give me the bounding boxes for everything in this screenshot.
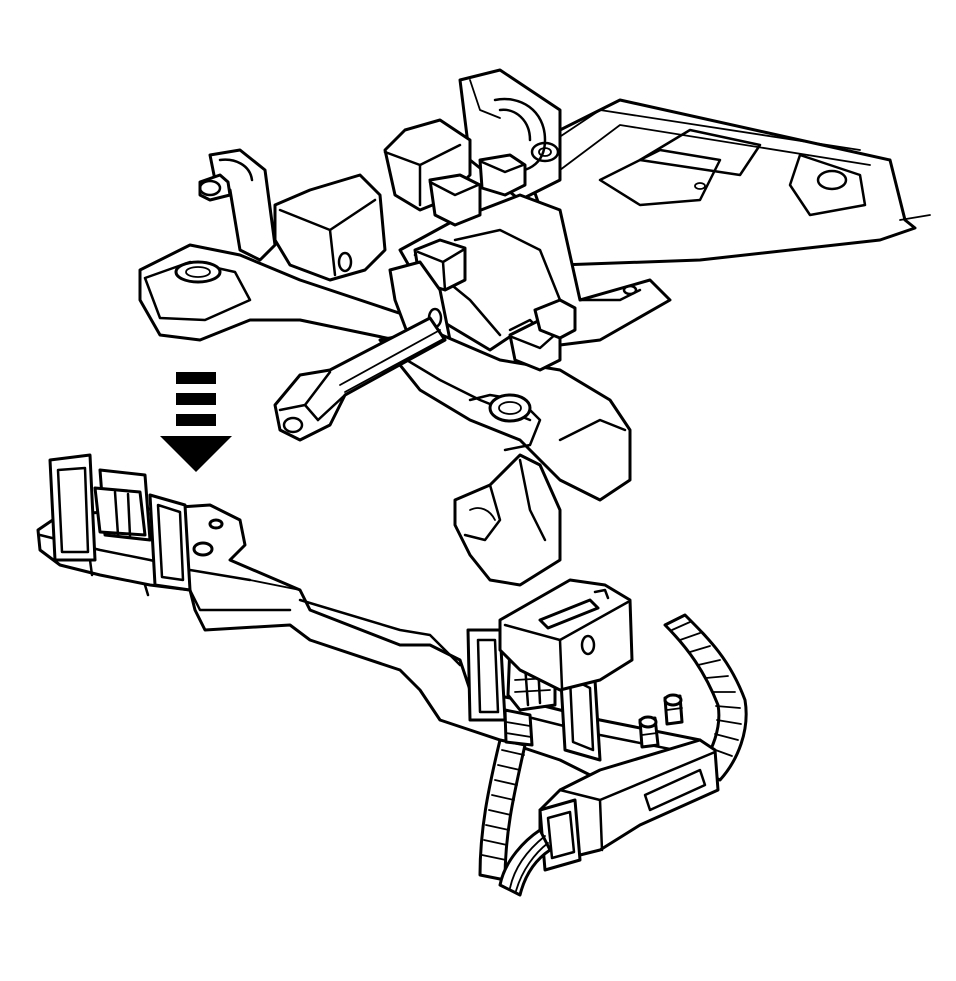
wiring-harness-bracket <box>36 453 722 782</box>
electrical-connector <box>498 578 634 692</box>
column-shaft <box>273 316 447 442</box>
steering-column <box>138 68 931 587</box>
wire-harness <box>478 613 748 897</box>
down-arrow-icon <box>160 372 232 472</box>
